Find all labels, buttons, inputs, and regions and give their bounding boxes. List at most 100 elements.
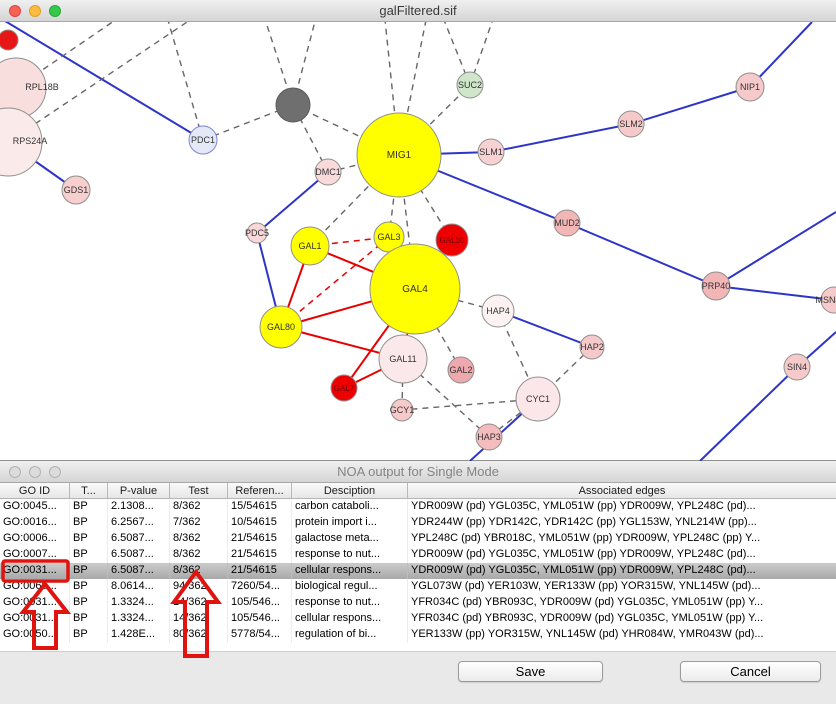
node-suc2[interactable] bbox=[456, 71, 484, 99]
node-gal10[interactable] bbox=[435, 223, 469, 257]
node-label: GAL80 bbox=[267, 322, 295, 332]
cell-pvalue: 2.1308... bbox=[108, 499, 170, 515]
column-header-test[interactable]: Test bbox=[170, 483, 228, 498]
node-gal4[interactable] bbox=[369, 243, 461, 335]
node-label: GAL3 bbox=[377, 232, 400, 242]
node-rps24a[interactable] bbox=[0, 107, 43, 177]
node-hap2[interactable] bbox=[579, 334, 605, 360]
column-header-goid[interactable]: GO ID bbox=[0, 483, 70, 498]
node-sin4[interactable] bbox=[783, 353, 811, 381]
edge[interactable] bbox=[749, 21, 813, 88]
node-label: MUD2 bbox=[554, 218, 580, 228]
cell-type: BP bbox=[70, 579, 108, 595]
noa-window-titlebar[interactable]: NOA output for Single Mode bbox=[0, 461, 836, 483]
cell-goid: GO:0050... bbox=[0, 627, 70, 643]
node-prp40[interactable] bbox=[701, 271, 731, 301]
minimize-button[interactable] bbox=[29, 466, 41, 478]
cell-edges: YDR009W (pd) YGL035C, YML051W (pp) YDR00… bbox=[411, 548, 756, 560]
node-mig1[interactable] bbox=[356, 112, 442, 198]
node-msn4[interactable] bbox=[820, 286, 836, 314]
cell-pvalue: 1.428E... bbox=[108, 627, 170, 643]
cell-test: 14/362 bbox=[170, 611, 228, 627]
save-button[interactable]: Save bbox=[458, 661, 603, 682]
node-gal2[interactable] bbox=[447, 356, 475, 384]
column-header-pvalue[interactable]: P-value bbox=[108, 483, 170, 498]
cell-goid: GO:0031... bbox=[0, 611, 70, 627]
edge[interactable] bbox=[398, 154, 453, 241]
dialog-footer: Save Cancel bbox=[0, 651, 836, 704]
edge[interactable] bbox=[280, 236, 390, 328]
node-pdc1[interactable] bbox=[188, 125, 218, 155]
node-nip1[interactable] bbox=[735, 72, 765, 102]
edge[interactable] bbox=[292, 104, 400, 156]
node-gal80[interactable] bbox=[259, 305, 303, 349]
edge[interactable] bbox=[715, 285, 835, 301]
edge[interactable] bbox=[401, 398, 539, 411]
node-gal7[interactable] bbox=[330, 374, 358, 402]
node-label: PRP40 bbox=[702, 281, 731, 291]
edge[interactable] bbox=[402, 358, 490, 438]
cell-reference: 105/546... bbox=[228, 595, 292, 611]
close-button[interactable] bbox=[9, 5, 21, 17]
node-dmc1[interactable] bbox=[314, 158, 342, 186]
window-title: NOA output for Single Mode bbox=[337, 464, 499, 479]
column-header-type[interactable]: T... bbox=[70, 483, 108, 498]
cell-test: 7/362 bbox=[170, 515, 228, 531]
cell-goid: GO:0031... bbox=[0, 595, 70, 611]
cell-reference: 21/54615 bbox=[228, 563, 292, 579]
minimize-button[interactable] bbox=[29, 5, 41, 17]
cancel-button[interactable]: Cancel bbox=[680, 661, 821, 682]
edge[interactable] bbox=[256, 171, 329, 234]
node-redtl[interactable] bbox=[0, 29, 19, 51]
column-header-description[interactable]: Desciption bbox=[292, 483, 408, 498]
node-hap4[interactable] bbox=[481, 294, 515, 328]
node-gal1[interactable] bbox=[290, 226, 330, 266]
cell-pvalue: 6.5087... bbox=[108, 563, 170, 579]
column-header-edges[interactable]: Associated edges bbox=[578, 484, 666, 497]
edge[interactable] bbox=[164, 9, 204, 141]
edge[interactable] bbox=[715, 211, 836, 287]
edge[interactable] bbox=[497, 310, 593, 348]
cell-goid: GO:0007... bbox=[0, 547, 70, 563]
node-label: GAL4 bbox=[402, 284, 428, 295]
cell-reference: 21/54615 bbox=[228, 547, 292, 563]
node-gal11[interactable] bbox=[378, 334, 428, 384]
edge[interactable] bbox=[630, 86, 751, 125]
node-mud2[interactable] bbox=[553, 209, 581, 237]
node-gray[interactable] bbox=[275, 87, 311, 123]
node-gcy1[interactable] bbox=[390, 398, 414, 422]
network-canvas[interactable]: RPL18BRPS24AGDS1PDC1DMC1MIG1SUC2SLM1SLM2… bbox=[0, 0, 836, 461]
cell-pvalue: 8.0614... bbox=[108, 579, 170, 595]
cell-pvalue: 1.3324... bbox=[108, 611, 170, 627]
close-button[interactable] bbox=[9, 466, 21, 478]
node-slm2[interactable] bbox=[617, 110, 645, 138]
node-slm1[interactable] bbox=[477, 138, 505, 166]
node-label: GAL10 bbox=[440, 236, 465, 245]
cell-reference: 105/546... bbox=[228, 611, 292, 627]
node-pdc5[interactable] bbox=[246, 222, 268, 244]
node-gds1[interactable] bbox=[61, 175, 91, 205]
edge[interactable] bbox=[699, 366, 798, 461]
zoom-button[interactable] bbox=[49, 466, 61, 478]
edge[interactable] bbox=[566, 222, 717, 287]
cell-test: 80/362 bbox=[170, 627, 228, 643]
cell-type: BP bbox=[70, 563, 108, 579]
edge[interactable] bbox=[490, 123, 632, 153]
network-window-titlebar[interactable]: galFiltered.sif bbox=[0, 0, 836, 22]
edge[interactable] bbox=[401, 358, 404, 411]
zoom-button[interactable] bbox=[49, 5, 61, 17]
node-cyc1[interactable] bbox=[515, 376, 561, 422]
cell-description: response to nut... bbox=[292, 547, 408, 563]
node-hap3[interactable] bbox=[475, 423, 503, 451]
column-header-reference[interactable]: Referen... bbox=[228, 483, 292, 498]
